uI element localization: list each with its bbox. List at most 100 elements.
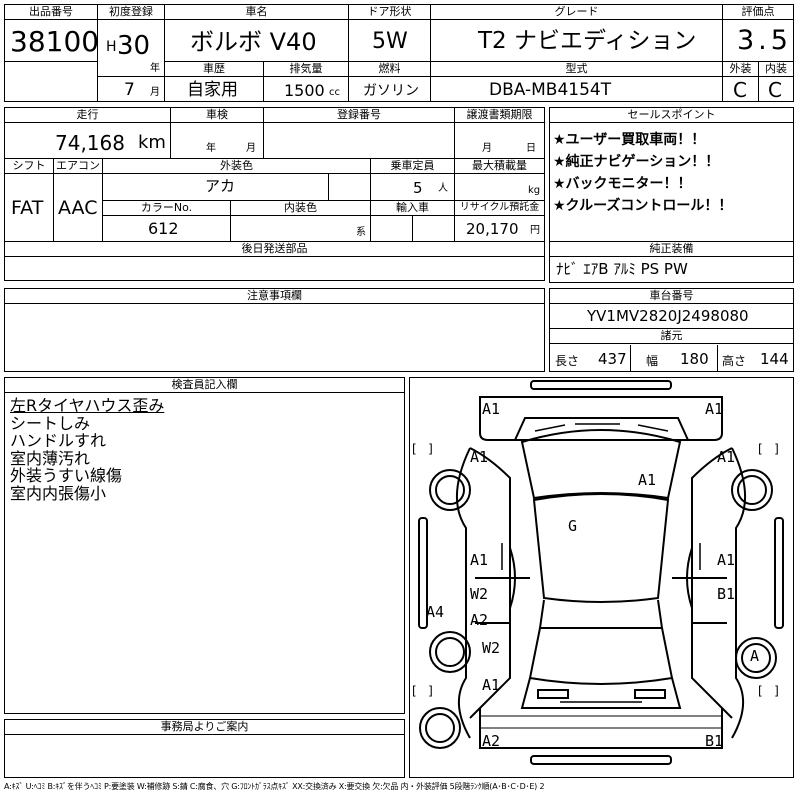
insp-month: 月: [246, 143, 256, 154]
exterior-grade: C: [733, 78, 747, 102]
lot-no-label: 出品番号: [5, 5, 97, 20]
color-no: 612: [148, 219, 179, 238]
mark-fender-right: A1: [717, 448, 736, 466]
car-outline: [418, 380, 784, 765]
mileage: 74,168: [55, 131, 125, 155]
inspector-block: [4, 377, 405, 714]
grade-label: グレード: [431, 5, 722, 20]
shift-label: シフト: [5, 159, 53, 174]
ac: AAC: [58, 197, 98, 219]
legend: A:ｷｽﾞ U:ﾍｺﾐ B:ｷｽﾞを伴うﾍｺﾐ P:要塗装 W:補修跡 S:錆 …: [4, 782, 545, 791]
door-type: 5W: [372, 29, 408, 54]
recycle: 20,170: [466, 220, 519, 238]
bracket-right-rear: [ ]: [758, 684, 779, 698]
transfer-day: 日: [526, 143, 536, 154]
chassis-title: 車台番号: [550, 289, 793, 304]
displacement: 1500: [284, 81, 325, 100]
header-block: [4, 4, 794, 102]
inspector-line: 左Rタイヤハウス歪み: [10, 396, 165, 415]
car-name: ボルボ V40: [190, 28, 317, 56]
month-unit: 月: [150, 87, 160, 98]
later-parts-label: 後日発送部品: [5, 242, 544, 257]
equipment-title: 純正装備: [550, 242, 793, 257]
capacity: 5: [413, 179, 423, 197]
interior-grade: C: [768, 78, 782, 102]
equipment-value: ﾅﾋﾞ ｴｱB ｱﾙﾐ PS PW: [556, 260, 688, 278]
lot-no: 38100: [10, 25, 100, 58]
mark-quarter-left: W2: [482, 639, 501, 657]
damage-diagram: [ ] [ ] [ ] [ ] A1 A1 A1 A1 A1 G A1 A1 W…: [409, 377, 794, 778]
sales-point: ★クルーズコントロール！！: [553, 198, 733, 214]
bracket-right: [ ]: [758, 442, 779, 456]
ext-color-label: 外装色: [103, 159, 370, 174]
mark-front-right: A1: [705, 400, 724, 418]
office-title: 事務局よりご案内: [5, 720, 404, 735]
ext-color: アカ: [205, 177, 236, 195]
car-name-label: 車名: [165, 5, 348, 20]
capacity-label: 乗車定員: [371, 159, 454, 174]
displacement-label: 排気量: [264, 62, 348, 77]
detail-block: [4, 107, 545, 242]
model-code: DBA-MB4154T: [489, 80, 612, 100]
first-reg-label: 初度登録: [98, 5, 164, 20]
inspector-line: ハンドルすれ: [10, 431, 107, 450]
model-code-label: 型式: [431, 62, 722, 77]
mark-rocker-left: A4: [426, 603, 445, 621]
ac-label: エアコン: [54, 159, 102, 174]
mark-door-rr: B1: [717, 585, 736, 603]
insp-year: 年: [206, 143, 216, 154]
notes-title: 注意事項欄: [5, 289, 544, 304]
chassis-number: YV1MV2820J2498080: [587, 307, 749, 325]
exterior-label: 外装: [723, 62, 758, 77]
mark-door-fr: A1: [717, 551, 736, 569]
sales-point: ★ユーザー買取車両！！: [553, 132, 706, 148]
transfer-month: 月: [482, 143, 492, 154]
spec-title: 諸元: [550, 329, 793, 344]
km-unit: km: [138, 132, 166, 153]
sales-title: セールスポイント: [550, 108, 793, 123]
height-label: 高さ: [722, 354, 747, 368]
history: 自家用: [187, 80, 238, 100]
mark-glass: G: [568, 517, 578, 535]
import-label: 輸入車: [371, 201, 454, 216]
sales-point: ★純正ナビゲーション！！: [553, 154, 720, 170]
length-label: 長さ: [555, 354, 580, 368]
recycle-unit: 円: [530, 225, 540, 236]
era: H: [106, 39, 117, 55]
mark-quarter-left-low: A1: [482, 676, 501, 694]
max-load-label: 最大積載量: [455, 159, 544, 174]
reg-year: 30: [117, 31, 151, 61]
inspector-line: シートしみ: [10, 414, 91, 433]
mark-fender-left: A1: [470, 448, 489, 466]
length-value: 437: [598, 350, 627, 368]
score-label: 評価点: [723, 5, 793, 20]
mileage-label: 走行: [5, 108, 170, 123]
mark-door-fl: A1: [470, 551, 489, 569]
sales-point: ★バックモニター！！: [553, 176, 692, 192]
mark-door-rl: A2: [470, 611, 489, 629]
interior-label: 内装: [759, 62, 793, 77]
mark-front-left: A1: [482, 400, 501, 418]
bracket-left: [ ]: [412, 442, 433, 456]
inspector-line: 室内内張傷小: [10, 484, 107, 503]
fuel: ガソリン: [363, 83, 419, 99]
door-label: ドア形状: [349, 5, 430, 20]
width-value: 180: [680, 350, 709, 368]
mark-rear-left: A2: [482, 732, 501, 750]
year-unit: 年: [150, 63, 160, 74]
grade: T2 ナビエディション: [478, 28, 697, 54]
int-color-label: 内装色: [231, 201, 370, 216]
transfer-label: 譲渡書類期限: [455, 108, 544, 123]
history-label: 車歴: [165, 62, 263, 77]
height-value: 144: [760, 350, 789, 368]
shift: FAT: [11, 197, 44, 219]
reg-no-label: 登録番号: [264, 108, 454, 123]
inspector-line: 外装うすい線傷: [10, 466, 123, 485]
mark-wheel-rr: A: [750, 647, 760, 665]
recycle-label: リサイクル預託金: [455, 201, 544, 216]
fuel-label: 燃料: [349, 62, 430, 77]
inspection-label: 車検: [171, 108, 263, 123]
reg-month: 7: [124, 80, 135, 100]
int-color-unit: 系: [356, 227, 366, 238]
bracket-left-rear: [ ]: [412, 684, 433, 698]
